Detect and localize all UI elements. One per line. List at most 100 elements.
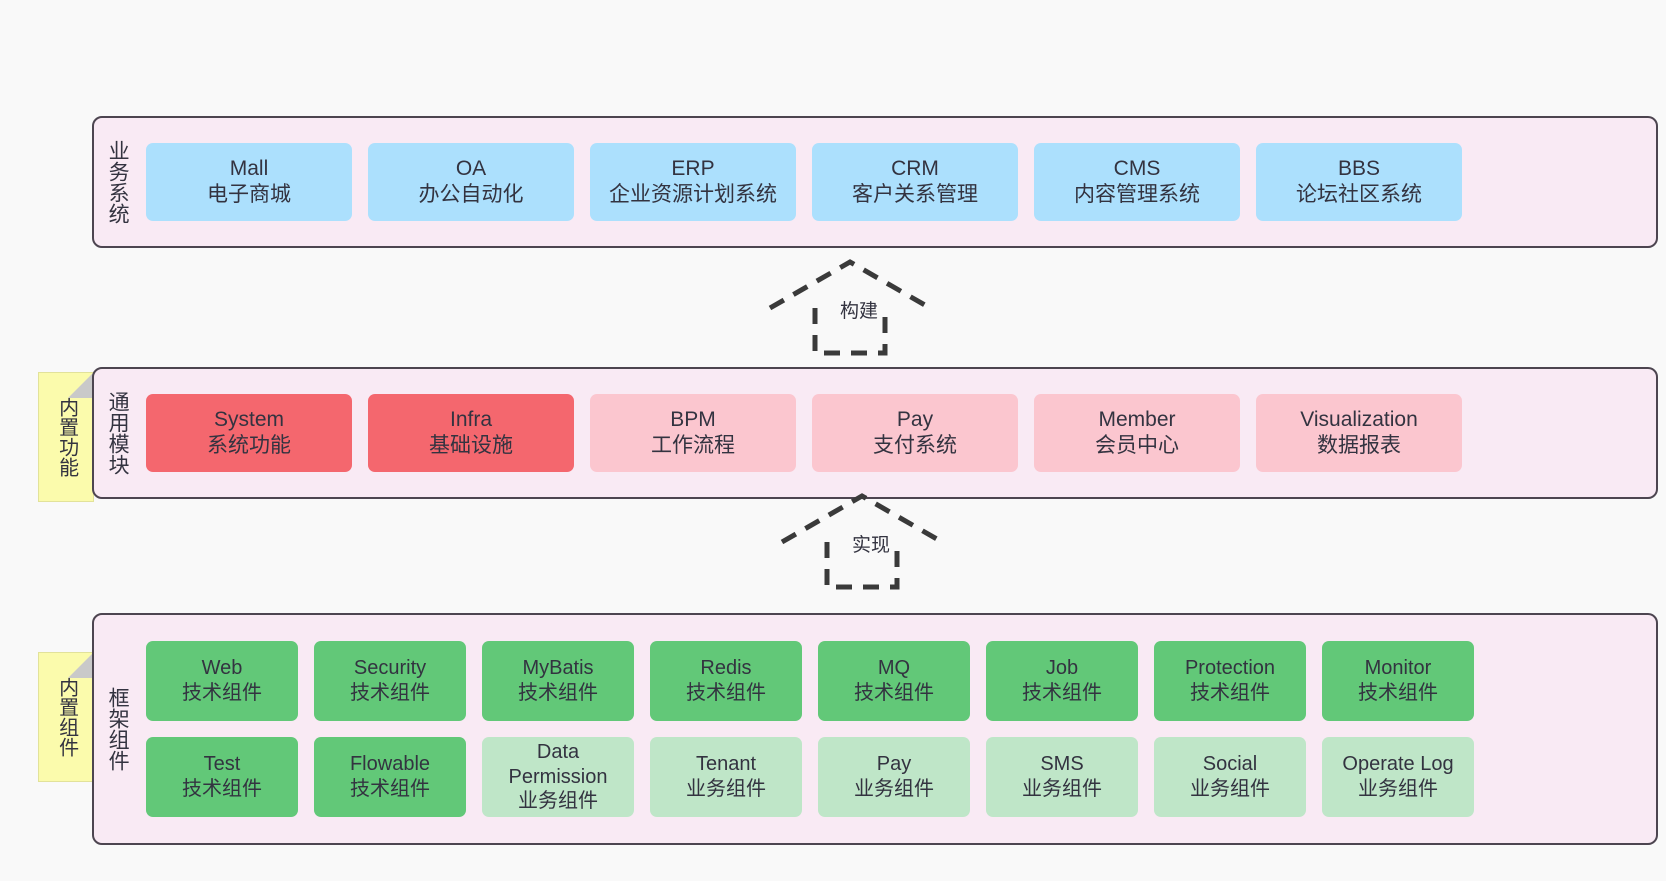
node-title: Operate Log	[1342, 753, 1454, 776]
node-title: SMS	[1040, 753, 1084, 776]
node-title: Security	[353, 657, 427, 680]
connector-build: 构建	[760, 258, 940, 368]
sticky-note-label: 内置组件	[55, 677, 78, 757]
node-subtitle: 技术组件	[1190, 682, 1270, 704]
layer-body-common: System 系统功能 Infra 基础设施 BPM 工作流程 Pay 支付系统…	[140, 369, 1656, 497]
node-system[interactable]: System 系统功能	[146, 394, 352, 472]
node-title: Member	[1098, 407, 1176, 431]
node-title: Web	[201, 657, 243, 680]
node-subtitle: 技术组件	[518, 682, 598, 704]
node-subtitle: 客户关系管理	[852, 183, 978, 206]
layer-framework-components: 框架组件 Web 技术组件 Security 技术组件 MyBatis 技术组件…	[92, 613, 1658, 845]
node-title: Pay	[896, 407, 934, 431]
node-redis[interactable]: Redis 技术组件	[650, 641, 802, 721]
node-crm[interactable]: CRM 客户关系管理	[812, 143, 1018, 221]
node-pay[interactable]: Pay 支付系统	[812, 394, 1018, 472]
node-protection[interactable]: Protection 技术组件	[1154, 641, 1306, 721]
layer-title-text: 业务系统	[106, 140, 130, 224]
node-subtitle: 论坛社区系统	[1296, 183, 1422, 206]
sticky-note-builtin-function: 内置功能	[38, 372, 94, 502]
node-mybatis[interactable]: MyBatis 技术组件	[482, 641, 634, 721]
node-flowable[interactable]: Flowable 技术组件	[314, 737, 466, 817]
node-subtitle: 技术组件	[686, 682, 766, 704]
node-title: CMS	[1113, 156, 1161, 180]
node-title: Infra	[449, 407, 493, 431]
node-subtitle: 技术组件	[350, 682, 430, 704]
node-subtitle: 技术组件	[182, 778, 262, 800]
node-title: Redis	[700, 657, 752, 680]
node-title: ERP	[671, 156, 715, 180]
sticky-note-label: 内置功能	[55, 397, 78, 477]
node-job[interactable]: Job 技术组件	[986, 641, 1138, 721]
node-bpm[interactable]: BPM 工作流程	[590, 394, 796, 472]
node-title: Visualization	[1300, 407, 1418, 431]
arrow-shaft	[812, 308, 888, 356]
node-web[interactable]: Web 技术组件	[146, 641, 298, 721]
arrow-head-outline	[768, 259, 932, 311]
node-security[interactable]: Security 技术组件	[314, 641, 466, 721]
node-subtitle: 业务组件	[1022, 778, 1102, 800]
node-subtitle: 技术组件	[350, 778, 430, 800]
node-data-permission[interactable]: Data Permission 业务组件	[482, 737, 634, 817]
node-cms[interactable]: CMS 内容管理系统	[1034, 143, 1240, 221]
node-bbs[interactable]: BBS 论坛社区系统	[1256, 143, 1462, 221]
node-title: Flowable	[349, 753, 431, 776]
node-title: Data Permission	[508, 740, 608, 788]
node-row: System 系统功能 Infra 基础设施 BPM 工作流程 Pay 支付系统…	[146, 394, 1644, 472]
layer-title-business: 业务系统	[94, 118, 140, 246]
node-title: System	[213, 407, 284, 431]
node-subtitle: 企业资源计划系统	[609, 183, 777, 206]
node-sms[interactable]: SMS 业务组件	[986, 737, 1138, 817]
node-social[interactable]: Social 业务组件	[1154, 737, 1306, 817]
node-title: CRM	[891, 156, 939, 180]
node-title: BBS	[1337, 156, 1381, 180]
node-title: Protection	[1184, 657, 1276, 680]
node-title: Mall	[229, 156, 269, 180]
node-title: Pay	[876, 753, 912, 776]
node-title: BPM	[670, 407, 716, 431]
layer-business-systems: 业务系统 Mall 电子商城 OA 办公自动化 ERP 企业资源计划系统 CRM	[92, 116, 1658, 248]
node-row-technical: Web 技术组件 Security 技术组件 MyBatis 技术组件 Redi…	[146, 641, 1644, 721]
layer-title-framework: 框架组件	[94, 615, 140, 843]
node-subtitle: 支付系统	[873, 434, 957, 457]
node-test[interactable]: Test 技术组件	[146, 737, 298, 817]
node-subtitle: 业务组件	[854, 778, 934, 800]
node-row: Mall 电子商城 OA 办公自动化 ERP 企业资源计划系统 CRM 客户关系…	[146, 143, 1644, 221]
node-subtitle: 系统功能	[207, 434, 291, 457]
node-operate-log[interactable]: Operate Log 业务组件	[1322, 737, 1474, 817]
sticky-note-builtin-component: 内置组件	[38, 652, 94, 782]
node-subtitle: 业务组件	[518, 790, 598, 813]
node-tenant[interactable]: Tenant 业务组件	[650, 737, 802, 817]
node-subtitle: 业务组件	[686, 778, 766, 800]
arrow-head-outline	[780, 493, 944, 545]
arrow-shaft	[824, 542, 900, 590]
layer-title-text: 框架组件	[106, 687, 130, 771]
node-title: Test	[203, 753, 241, 776]
node-visualization[interactable]: Visualization 数据报表	[1256, 394, 1462, 472]
connector-label: 构建	[838, 296, 881, 323]
node-subtitle: 业务组件	[1190, 778, 1270, 800]
node-title: OA	[455, 156, 487, 180]
node-title: Monitor	[1364, 657, 1432, 680]
node-mq[interactable]: MQ 技术组件	[818, 641, 970, 721]
node-subtitle: 技术组件	[1358, 682, 1438, 704]
node-row-business: Test 技术组件 Flowable 技术组件 Data Permission …	[146, 737, 1644, 817]
node-subtitle: 技术组件	[1022, 682, 1102, 704]
node-title: Social	[1202, 753, 1258, 776]
node-pay-component[interactable]: Pay 业务组件	[818, 737, 970, 817]
node-member[interactable]: Member 会员中心	[1034, 394, 1240, 472]
node-subtitle: 数据报表	[1317, 434, 1401, 457]
layer-body-framework: Web 技术组件 Security 技术组件 MyBatis 技术组件 Redi…	[140, 615, 1656, 843]
node-oa[interactable]: OA 办公自动化	[368, 143, 574, 221]
node-subtitle: 工作流程	[651, 434, 735, 457]
node-erp[interactable]: ERP 企业资源计划系统	[590, 143, 796, 221]
node-monitor[interactable]: Monitor 技术组件	[1322, 641, 1474, 721]
node-title: MQ	[877, 657, 911, 680]
node-infra[interactable]: Infra 基础设施	[368, 394, 574, 472]
connector-label: 实现	[850, 530, 893, 557]
node-subtitle: 技术组件	[182, 682, 262, 704]
node-mall[interactable]: Mall 电子商城	[146, 143, 352, 221]
node-subtitle: 技术组件	[854, 682, 934, 704]
node-subtitle: 电子商城	[207, 183, 291, 206]
